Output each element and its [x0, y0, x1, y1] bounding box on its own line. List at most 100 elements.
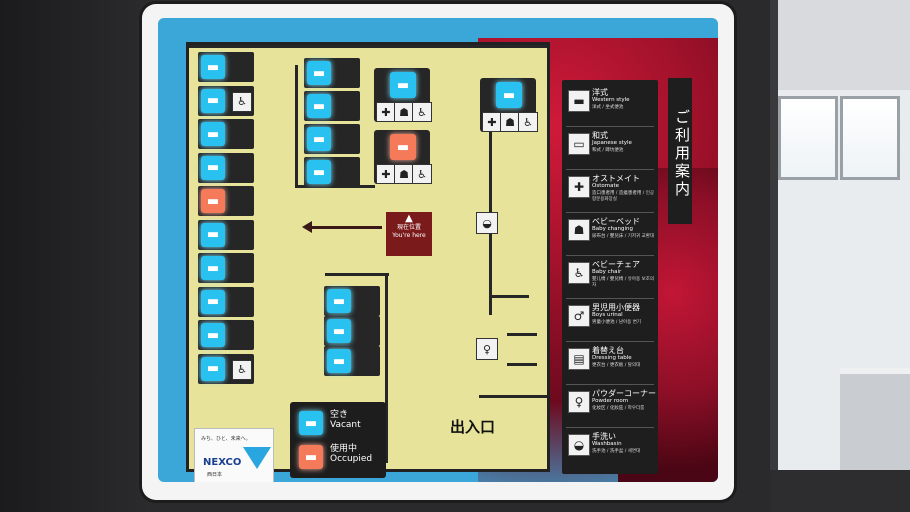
guide-divider — [566, 384, 654, 385]
toilet-icon: ▬ — [201, 88, 225, 113]
guide-divider — [566, 341, 654, 342]
boys-urinal-icon: ♂ — [568, 305, 590, 327]
guide-item-en: Baby chair — [592, 269, 622, 275]
guide-item-jp: ベビーベッド — [592, 217, 640, 226]
sign-screen: ▬ ✚ ☗ ♿ ▬ ✚ ☗ ♿ ▬ ✚ ☗ ♿ ◒ ♀ ▲ 現在位置 You'r… — [158, 18, 718, 482]
stall-left-8: ▬ — [198, 286, 254, 317]
toilet-icon: ▬ — [201, 323, 225, 347]
toilet-icon: ▬ — [201, 256, 225, 280]
guide-item-sub: 婴儿椅 / 嬰兒椅 / 유아용 보조의자 — [592, 277, 655, 288]
brand-name: NEXCO — [203, 457, 242, 468]
toilet-icon: ▬ — [390, 72, 416, 98]
baby-chair-icon: ♿ — [232, 359, 252, 380]
guide-item-jp: 男児用小便器 — [592, 303, 640, 312]
toilet-icon: ▬ — [307, 127, 331, 151]
toilet-icon: ▬ — [201, 122, 225, 146]
stall-left-9: ▬ — [198, 320, 254, 350]
baby-bed-icon: ☗ — [500, 112, 520, 132]
occupied-toilet-icon: ▬ — [299, 445, 323, 469]
guide-item-sub: 更衣台 / 更衣板 / 탈의대 — [592, 363, 641, 368]
toilet-icon: ▬ — [201, 189, 225, 213]
stall-middle-top-4: ▬ — [304, 157, 360, 187]
stall-middle-bottom-3: ▬ — [324, 346, 380, 376]
guide-item-jp: パウダーコーナー — [592, 389, 656, 398]
stall-left-7: ▬ — [198, 253, 254, 283]
guide-divider — [566, 169, 654, 170]
japanese-toilet-icon: ▭ — [568, 133, 590, 155]
you-are-here-jp: 現在位置 — [396, 224, 421, 231]
guide-item-en: Baby changing — [592, 226, 634, 232]
toilet-icon: ▬ — [201, 356, 225, 381]
washbasin-icon: ◒ — [476, 212, 498, 234]
you-are-here-icon: ▲ — [405, 213, 413, 224]
legend-vacant-en: Vacant — [330, 420, 361, 430]
pillar — [770, 0, 778, 512]
guide-item-en: Japanese style — [592, 140, 632, 146]
stall-middle-bottom-2: ▬ — [324, 316, 380, 346]
ostomate-icon: ✚ — [376, 164, 396, 184]
western-toilet-icon: ▬ — [568, 90, 590, 112]
baby-bed-icon: ☗ — [394, 102, 414, 122]
guide-divider — [566, 212, 654, 213]
baby-chair-icon: ♿ — [412, 164, 432, 184]
dark-wall-left — [0, 0, 150, 512]
brand-sub: 西日本 — [207, 472, 223, 478]
guide-item-sub: 和式 / 蹲坑便池 — [592, 148, 624, 153]
guide-divider — [566, 255, 654, 256]
stall-block-3: ▬ ✚ ☗ ♿ — [480, 78, 538, 132]
guide-item-sub: 化妆区 / 化妝區 / 파우더룸 — [592, 406, 645, 411]
nexco-logo: みち、ひと、未来へ。 NEXCO 西日本 — [194, 428, 274, 482]
baby-chair-icon: ♿ — [518, 112, 538, 132]
floor — [770, 470, 910, 512]
toilet-icon: ▬ — [496, 82, 522, 108]
nexco-mark-icon — [243, 447, 271, 469]
guide-item-en: Ostomate — [592, 183, 619, 189]
guide-item-en: Western style — [592, 97, 630, 103]
guide-item-sub: 洋式 / 坐式便池 — [592, 105, 624, 110]
stall-block-2: ▬ ✚ ☗ ♿ — [374, 130, 432, 184]
baby-bed-icon: ☗ — [568, 219, 590, 241]
guide-item-sub: 男童小便池 / 남아용 변기 — [592, 320, 642, 325]
legend-vacant-jp: 空き — [330, 410, 349, 420]
plan-ledge-3 — [507, 363, 537, 366]
plan-wall-top — [189, 45, 547, 48]
powder-room-icon: ♀ — [476, 338, 498, 360]
toilet-icon: ▬ — [201, 55, 225, 79]
plan-ledge-1 — [489, 295, 529, 298]
ostomate-icon: ✚ — [568, 176, 590, 198]
legend-occupied-en: Occupied — [330, 454, 373, 464]
stall-left-1: ▬ — [198, 52, 254, 82]
guide-item-en: Boys urinal — [592, 312, 623, 318]
washbasin-icon: ◒ — [568, 434, 590, 456]
stall-left-3: ▬ — [198, 119, 254, 149]
guide-item-jp: 手洗い — [592, 432, 616, 441]
baby-chair-icon: ♿ — [412, 102, 432, 122]
toilet-icon: ▬ — [201, 289, 225, 314]
guide-item-en: Dressing table — [592, 355, 632, 361]
ceiling — [770, 0, 910, 90]
guide-item-jp: 洋式 — [592, 88, 608, 97]
stall-left-2: ▬♿ — [198, 85, 254, 116]
toilet-icon: ▬ — [307, 160, 331, 184]
toilet-icon: ▬ — [390, 134, 416, 160]
baby-bed-icon: ☗ — [394, 164, 414, 184]
legend-occupied-jp: 使用中 — [330, 444, 358, 454]
plan-ledge-4 — [479, 395, 547, 398]
plan-ledge-2 — [507, 333, 537, 336]
guide-item-jp: 着替え台 — [592, 346, 624, 355]
plan-wall-middle — [295, 65, 298, 185]
stall-middle-top-1: ▬ — [304, 58, 360, 88]
guide-item-jp: 和式 — [592, 131, 608, 140]
guide-divider — [566, 427, 654, 428]
you-are-here-marker: ▲ 現在位置 You're here — [386, 212, 432, 256]
guide-item-jp: オストメイト — [592, 174, 640, 183]
